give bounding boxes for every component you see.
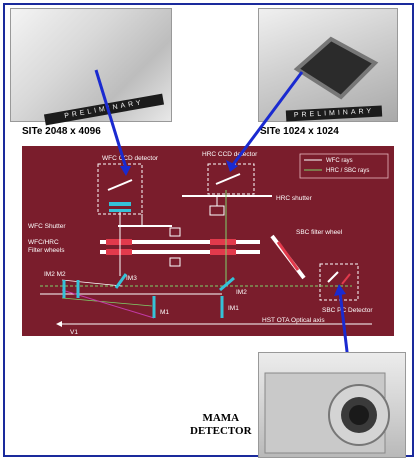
hrc-ccd-element: [215, 173, 241, 185]
label-hrc-shutter: HRC shutter: [276, 195, 313, 202]
wfc-window: [109, 202, 131, 206]
hrc-ccd-photo: [258, 8, 398, 122]
hrc-ccd-caption: SITe 1024 x 1024: [260, 126, 339, 137]
pointer-wfc: [94, 69, 128, 169]
figure-frame: [3, 3, 414, 457]
acs-optical-diagram: WFC CCD detector HRC CCD detector WFC ra…: [22, 146, 394, 336]
wfc-ccd-caption: SITe 2048 x 4096: [22, 126, 101, 137]
label-im2-m2: IM2 M2: [44, 271, 66, 278]
filter-wheel-2: [100, 250, 260, 254]
legend-box: [299, 153, 389, 179]
label-filter-wheels-2: Filter wheels: [28, 247, 65, 254]
label-im3: IM3: [126, 275, 137, 282]
sbc-detector-box: [319, 263, 359, 301]
filter-red-1: [106, 239, 132, 245]
ccd-chip-icon: [293, 36, 379, 100]
wfc-ccd-element: [107, 179, 133, 191]
label-sbc-wheel: SBC filter wheel: [296, 229, 343, 236]
mama-detector-photo: [258, 352, 406, 458]
filter-wheel-1: [100, 240, 260, 244]
mama-caption-line1: MAMA: [202, 412, 240, 424]
mama-caption: MAMA DETECTOR: [190, 412, 252, 438]
label-im1: IM1: [228, 305, 239, 312]
label-wfc-shutter: WFC Shutter: [28, 223, 66, 230]
wfc-window-2: [109, 209, 131, 212]
label-sbc-detector: SBC PC Detector: [322, 307, 373, 314]
pointer-hrc: [230, 71, 304, 167]
label-im2b: IM2: [236, 289, 247, 296]
label-wfc-ccd: WFC CCD detector: [102, 155, 159, 162]
label-m1: M1: [160, 309, 169, 316]
pointer-sbc: [338, 291, 350, 361]
mirror-im3: [114, 273, 128, 289]
label-filter-wheels-1: WFC/HRC: [28, 239, 59, 246]
mama-detector-icon: [264, 372, 390, 454]
mama-caption-line2: DETECTOR: [190, 425, 252, 437]
mirror-im2b: [219, 276, 235, 292]
label-legend-wfc: WFC rays: [326, 158, 353, 164]
label-ota-axis: HST OTA Optical axis: [262, 317, 325, 324]
label-hrc-ccd: HRC CCD detector: [202, 151, 258, 158]
label-v1: V1: [70, 329, 78, 336]
label-legend-hrc: HRC / SBC rays: [326, 168, 369, 174]
